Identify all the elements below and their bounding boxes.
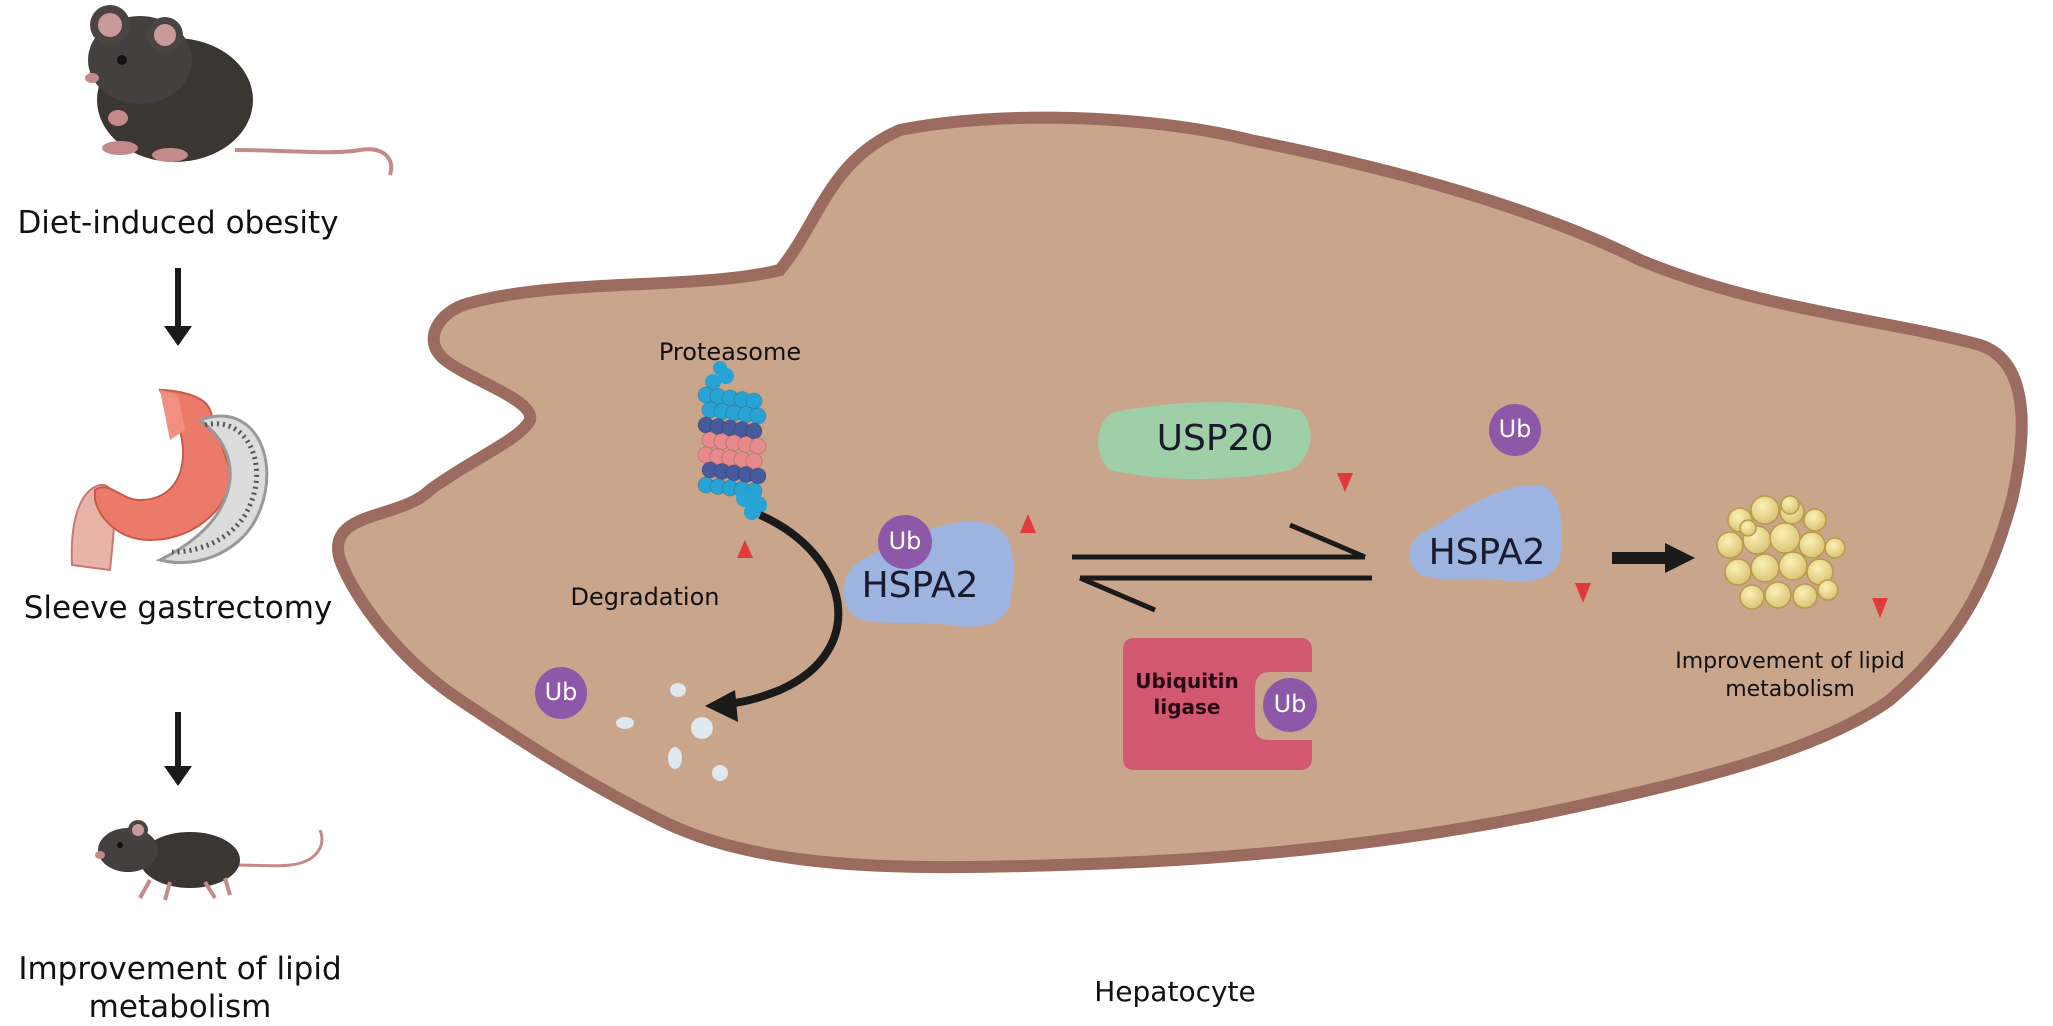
stomach-icon xyxy=(70,388,269,572)
free-ubiquitin-icon xyxy=(535,667,587,719)
step-improvement-lipid-metabolism: Improvement of lipid metabolism xyxy=(18,951,342,1025)
ubiquitin-label: Ub xyxy=(1498,415,1532,443)
usp20-decrease-arrow xyxy=(1337,368,1353,492)
cell-outcome-label: Improvement of lipid metabolism xyxy=(1675,649,1905,702)
hspa2-ubiquitination-increase-arrow xyxy=(1020,514,1036,635)
free-ubiquitin-label: Ub xyxy=(544,678,578,706)
step-sleeve-gastrectomy: Sleeve gastrectomy xyxy=(23,590,333,626)
obese-mouse-icon xyxy=(85,5,394,176)
lipid-effect-arrow xyxy=(1612,543,1695,573)
workflow-arrow-2 xyxy=(164,712,192,786)
ubiquitin-ligase-shape xyxy=(1123,638,1312,770)
lean-mouse-icon xyxy=(95,820,324,901)
peptide-fragments-icon xyxy=(616,683,728,781)
hspa2-label: HSPA2 xyxy=(1428,532,1546,573)
hspa2-decrease-arrow xyxy=(1575,478,1591,603)
degradation-arrow xyxy=(705,511,843,722)
ubiquitin-ligase-label: Ubiquitin ligase xyxy=(1135,669,1239,719)
degradation-increase-arrow xyxy=(737,540,753,655)
proteasome-icon xyxy=(697,361,767,520)
equilibrium-arrows xyxy=(1072,522,1372,613)
hspa2-bound-ubiquitin-icon xyxy=(878,515,932,569)
hepatocyte-cell xyxy=(332,111,2028,874)
proteasome-label: Proteasome xyxy=(658,338,802,366)
hspa2-shape xyxy=(1409,484,1563,582)
degradation-label: Degradation xyxy=(570,583,720,611)
usp20-shape xyxy=(1098,401,1311,479)
hepatocyte-label: Hepatocyte xyxy=(1094,975,1256,1008)
lipid-decrease-arrow xyxy=(1872,492,1888,618)
hspa2-ubiquitinated-label: HSPA2 xyxy=(861,565,979,606)
workflow-arrow-1 xyxy=(164,268,192,346)
ligase-bound-ubiquitin-icon xyxy=(1263,678,1317,732)
hspa2-bound-ubiquitin-label: Ub xyxy=(888,527,922,555)
ligase-bound-ubiquitin-label: Ub xyxy=(1273,690,1307,718)
lipid-droplets-icon xyxy=(1716,495,1846,610)
step-diet-induced-obesity: Diet-induced obesity xyxy=(17,205,339,241)
ubiquitin-icon xyxy=(1489,404,1541,456)
usp20-label: USP20 xyxy=(1156,418,1274,459)
